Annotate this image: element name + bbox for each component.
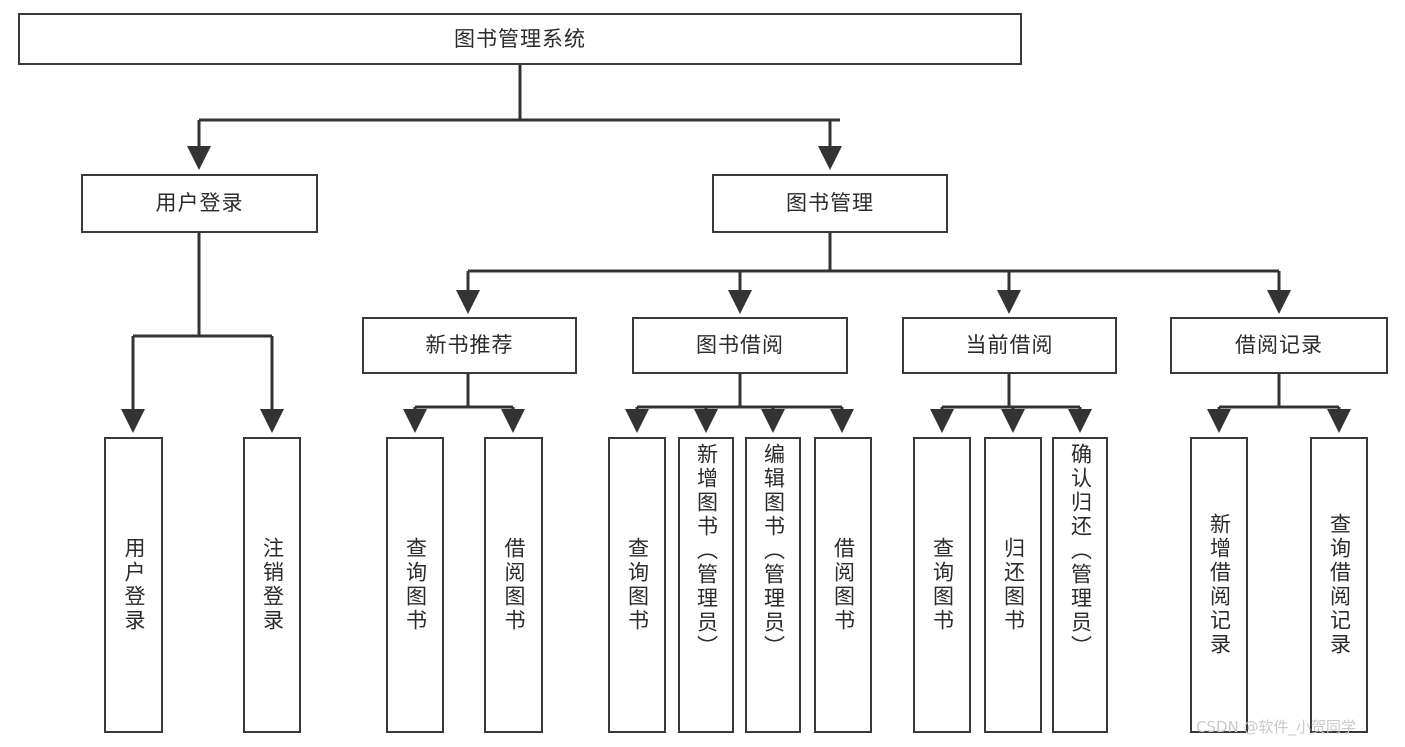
node-label: 用户登录 bbox=[155, 191, 244, 216]
node-label: 查询借阅记录 bbox=[1327, 513, 1352, 657]
node-label: 借阅图书 bbox=[502, 537, 526, 633]
node-borrowing-records[interactable]: 借阅记录 bbox=[1170, 317, 1388, 374]
leaf-return-books[interactable]: 归还图书 bbox=[984, 437, 1042, 733]
node-label: 注销登录 bbox=[260, 537, 285, 633]
leaf-logout[interactable]: 注销登录 bbox=[243, 437, 301, 733]
node-label: 借阅图书 bbox=[831, 537, 856, 633]
node-label: 查询图书 bbox=[625, 537, 650, 633]
node-label: 编辑图书（管理员） bbox=[761, 443, 786, 659]
node-root-book-management-system[interactable]: 图书管理系统 bbox=[18, 13, 1022, 65]
leaf-edit-book-admin[interactable]: 编辑图书（管理员） bbox=[745, 437, 801, 733]
leaf-add-borrow-record[interactable]: 新增借阅记录 bbox=[1190, 437, 1248, 733]
node-label: 确认归还（管理员） bbox=[1068, 443, 1093, 659]
leaf-borrow-books[interactable]: 借阅图书 bbox=[814, 437, 872, 733]
leaf-user-login[interactable]: 用户登录 bbox=[104, 437, 163, 733]
node-label: 图书借阅 bbox=[696, 333, 784, 358]
node-label: 图书管理 bbox=[786, 191, 874, 216]
node-label: 用户登录 bbox=[122, 537, 146, 633]
node-current-borrowing[interactable]: 当前借阅 bbox=[902, 317, 1117, 374]
leaf-query-books-new[interactable]: 查询图书 bbox=[386, 437, 444, 733]
node-label: 当前借阅 bbox=[965, 333, 1054, 358]
node-label: 查询图书 bbox=[930, 537, 955, 633]
node-label: 图书管理系统 bbox=[454, 26, 586, 51]
leaf-add-book-admin[interactable]: 新增图书（管理员） bbox=[678, 437, 734, 733]
leaf-query-borrow-record[interactable]: 查询借阅记录 bbox=[1310, 437, 1368, 733]
node-book-borrowing[interactable]: 图书借阅 bbox=[632, 317, 848, 374]
leaf-borrow-books-new[interactable]: 借阅图书 bbox=[484, 437, 543, 733]
leaf-query-books-current[interactable]: 查询图书 bbox=[913, 437, 971, 733]
node-user-login[interactable]: 用户登录 bbox=[81, 174, 318, 233]
node-label: 查询图书 bbox=[403, 537, 428, 633]
node-new-book-recommendation[interactable]: 新书推荐 bbox=[362, 317, 577, 374]
node-label: 新书推荐 bbox=[425, 333, 514, 358]
node-label: 新增借阅记录 bbox=[1207, 513, 1232, 657]
leaf-query-books-borrow[interactable]: 查询图书 bbox=[608, 437, 666, 733]
node-book-management[interactable]: 图书管理 bbox=[712, 174, 948, 233]
node-label: 新增图书（管理员） bbox=[694, 443, 719, 659]
node-label: 归还图书 bbox=[1001, 537, 1026, 633]
node-label: 借阅记录 bbox=[1235, 333, 1323, 358]
leaf-confirm-return-admin[interactable]: 确认归还（管理员） bbox=[1052, 437, 1108, 733]
